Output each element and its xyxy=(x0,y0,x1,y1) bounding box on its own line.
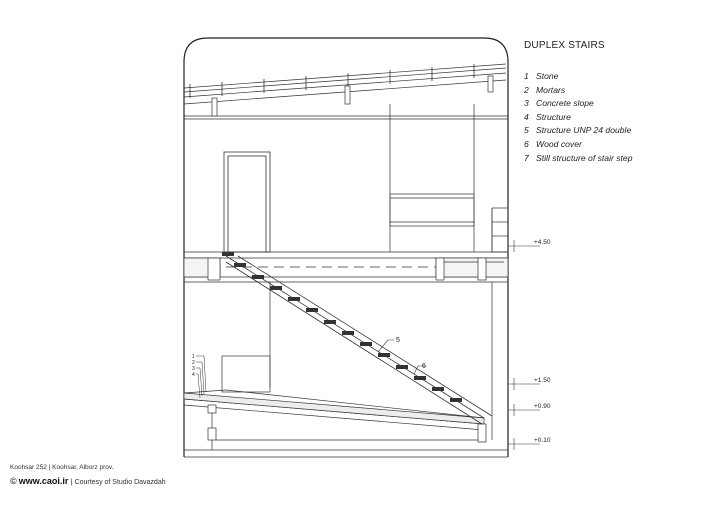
legend-item: 6 Wood cover xyxy=(524,138,632,152)
callout-six: 6 xyxy=(422,363,426,370)
copyright-symbol: © xyxy=(10,476,17,486)
credit-separator: | xyxy=(70,477,73,486)
upper-slab xyxy=(183,251,509,283)
lower-slab xyxy=(183,389,508,458)
legend-num: 3 xyxy=(524,98,529,109)
upper-interior xyxy=(389,104,509,253)
legend-label: Structure UNP 24 double xyxy=(536,125,632,136)
legend-item: 4 Structure xyxy=(524,111,632,125)
left-callouts: 1 2 3 4 xyxy=(192,354,195,378)
left-callout-2: 2 xyxy=(192,360,195,366)
legend-label: Concrete slope xyxy=(536,98,594,109)
left-callout-4: 4 xyxy=(192,372,195,378)
level-4-50: +4.50 xyxy=(534,239,551,246)
drawing-frame xyxy=(183,37,509,457)
legend-label: Stone xyxy=(536,71,559,81)
door xyxy=(223,151,271,253)
roof-beams xyxy=(211,75,494,117)
diagram-title: DUPLEX STAIRS xyxy=(524,40,605,51)
level-labels: +4.50 +1.50 +0.90 +0.10 xyxy=(534,239,551,444)
legend-num: 5 xyxy=(524,125,529,136)
legend-num: 1 xyxy=(524,71,529,81)
callout-six-leader xyxy=(413,365,426,375)
legend-label: Still structure of stair step xyxy=(536,152,633,163)
left-callout-3: 3 xyxy=(192,366,195,372)
legend-item: 2 Mortars xyxy=(524,84,632,98)
legend-num: 2 xyxy=(524,84,529,95)
callout-five-leader xyxy=(377,339,394,353)
left-callout-1: 1 xyxy=(192,354,195,360)
callout-five: 5 xyxy=(396,337,400,344)
legend-item: 3 Concrete slope xyxy=(524,97,632,111)
left-callout-leaders xyxy=(196,355,207,399)
legend-num: 4 xyxy=(524,111,529,122)
project-caption: Koohsar 252 | Koohsar, Alborz prov. xyxy=(10,464,114,471)
legend-item: 1 Stone xyxy=(524,70,632,84)
stair-steps xyxy=(222,252,462,402)
site-link[interactable]: www.caoi.ir xyxy=(18,476,69,486)
legend-item: 5 Structure UNP 24 double xyxy=(524,124,632,138)
level-0-10: +0.10 xyxy=(534,437,551,444)
credit-text: Courtesy of Studio Davazdah xyxy=(74,479,166,486)
roof xyxy=(183,63,508,120)
legend-label: Structure xyxy=(536,111,571,122)
legend-item: 7 Still structure of stair step xyxy=(524,152,632,166)
legend-num: 6 xyxy=(524,138,529,149)
level-0-90: +0.90 xyxy=(534,403,551,410)
roof-fixings xyxy=(189,64,475,98)
level-markers xyxy=(508,240,540,450)
legend-label: Mortars xyxy=(536,84,566,95)
legend-label: Wood cover xyxy=(536,138,582,149)
credit-line: © www.caoi.ir | Courtesy of Studio Davaz… xyxy=(10,476,166,486)
level-1-50: +1.50 xyxy=(534,377,551,384)
legend-num: 7 xyxy=(524,152,529,163)
